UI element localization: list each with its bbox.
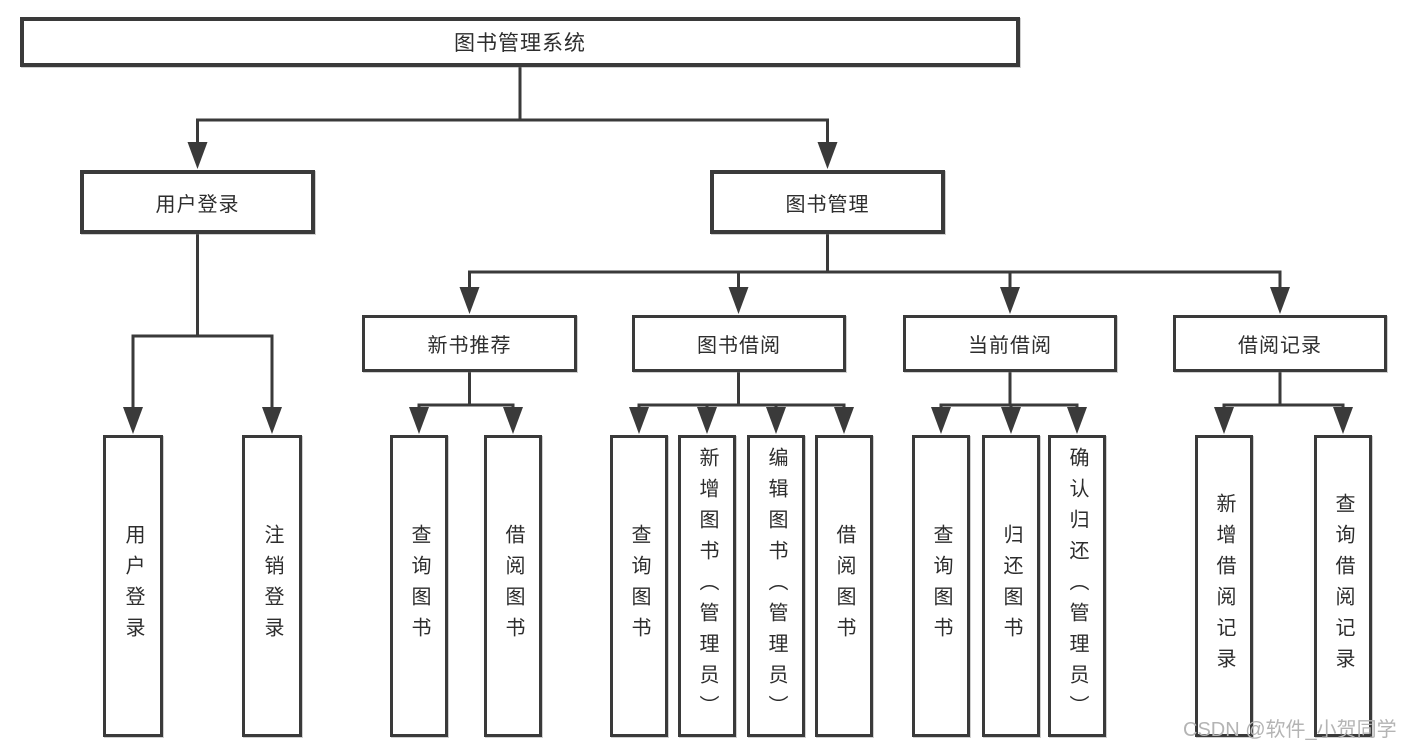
node-library-management-system-label: 图书管理系统 (454, 32, 586, 55)
arrowhead-icon (123, 407, 143, 434)
arrowhead-icon (931, 407, 951, 434)
arrowhead-icon (834, 407, 854, 434)
connector-user-login (123, 234, 282, 434)
csdn-watermark: CSDN @软件_小贺同学 (1183, 719, 1397, 741)
leaf-user-login-label: 用户登录 (122, 524, 144, 648)
leaf-add-borrow-record-label: 新增借阅记录 (1213, 493, 1235, 679)
node-new-book-recommendation-label: 新书推荐 (427, 335, 512, 357)
connector-book-borrowing (629, 372, 854, 434)
leaf-borrow-books-2-label: 借阅图书 (833, 524, 855, 648)
node-current-borrowing-label: 当前借阅 (968, 335, 1052, 357)
leaf-logout-label: 注销登录 (261, 524, 283, 648)
arrowhead-icon (1000, 287, 1020, 314)
leaf-add-borrow-record: 新增借阅记录 (1195, 435, 1253, 737)
node-book-management: 图书管理 (710, 170, 945, 234)
arrowhead-icon (1333, 407, 1353, 434)
leaf-confirm-return-admin: 确认归还（管理员） (1048, 435, 1106, 737)
leaf-edit-book-admin-label: 编辑图书（管理员） (765, 446, 787, 726)
arrowhead-icon (697, 407, 717, 434)
arrowhead-icon (1214, 407, 1234, 434)
leaf-borrow-books-1: 借阅图书 (484, 435, 542, 737)
leaf-query-books-1-label: 查询图书 (408, 524, 430, 648)
leaf-return-book: 归还图书 (982, 435, 1040, 737)
leaf-query-books-2: 查询图书 (610, 435, 668, 737)
arrowhead-icon (459, 287, 480, 314)
leaf-borrow-books-1-label: 借阅图书 (502, 524, 524, 648)
node-user-login-label: 用户登录 (155, 193, 240, 216)
leaf-edit-book-admin: 编辑图书（管理员） (747, 435, 805, 737)
leaf-return-book-label: 归还图书 (1000, 524, 1022, 648)
connector-root (187, 67, 838, 169)
node-book-management-label: 图书管理 (785, 193, 870, 216)
leaf-user-login: 用户登录 (103, 435, 163, 737)
node-current-borrowing: 当前借阅 (903, 315, 1117, 372)
leaf-add-book-admin: 新增图书（管理员） (678, 435, 736, 737)
leaf-borrow-books-2: 借阅图书 (815, 435, 873, 737)
connector-current-borrowing (931, 372, 1087, 434)
leaf-confirm-return-admin-label: 确认归还（管理员） (1066, 446, 1088, 726)
arrowhead-icon (1067, 407, 1087, 434)
leaf-query-books-2-label: 查询图书 (628, 524, 650, 648)
arrowhead-icon (766, 407, 786, 434)
node-user-login: 用户登录 (80, 170, 315, 234)
node-library-management-system: 图书管理系统 (20, 17, 1020, 67)
arrowhead-icon (629, 407, 649, 434)
node-book-borrowing-label: 图书借阅 (697, 335, 781, 357)
arrowhead-icon (503, 407, 523, 434)
arrowhead-icon (409, 407, 429, 434)
leaf-query-books-3-label: 查询图书 (930, 524, 952, 648)
arrowhead-icon (187, 142, 208, 169)
arrowhead-icon (817, 142, 838, 169)
connector-borrowing-records (1214, 372, 1353, 434)
node-new-book-recommendation: 新书推荐 (362, 315, 577, 372)
leaf-add-book-admin-label: 新增图书（管理员） (696, 446, 718, 726)
leaf-query-borrow-record-label: 查询借阅记录 (1332, 493, 1354, 679)
arrowhead-icon (1001, 407, 1021, 434)
arrowhead-icon (1270, 287, 1290, 314)
leaf-logout: 注销登录 (242, 435, 302, 737)
leaf-query-books-1: 查询图书 (390, 435, 448, 737)
node-borrowing-records-label: 借阅记录 (1238, 335, 1322, 357)
leaf-query-books-3: 查询图书 (912, 435, 970, 737)
arrowhead-icon (262, 407, 282, 434)
connector-new-book-recommendation (409, 372, 523, 434)
node-borrowing-records: 借阅记录 (1173, 315, 1387, 372)
node-book-borrowing: 图书借阅 (632, 315, 846, 372)
connector-book-management (459, 234, 1290, 314)
leaf-query-borrow-record: 查询借阅记录 (1314, 435, 1372, 737)
arrowhead-icon (728, 287, 749, 314)
